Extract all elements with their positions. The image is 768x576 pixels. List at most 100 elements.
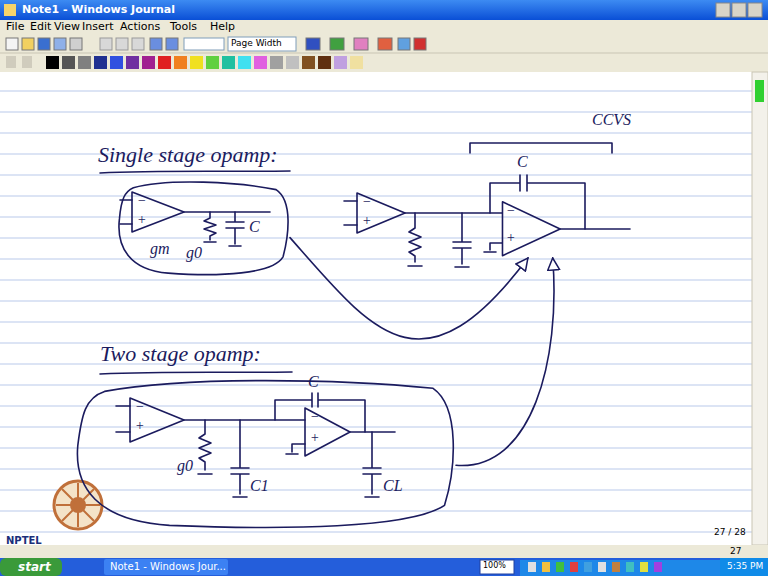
title-bar-part [4, 4, 16, 16]
toolbar-part [166, 38, 178, 50]
outline-path [502, 202, 560, 256]
input-sign: − [310, 410, 319, 424]
note-page-part [0, 112, 752, 113]
toolbar-part [184, 38, 224, 50]
ccvs-circuit-part [357, 193, 405, 233]
heading: Single stage opamp: [98, 144, 278, 166]
arrow-connector [290, 238, 528, 339]
single-stage-circuit-part [184, 211, 270, 213]
toolbar-part [174, 56, 187, 69]
taskbar-part [720, 558, 768, 576]
nptel-logo [54, 481, 102, 529]
taskbar-part [104, 559, 228, 575]
node-outline [74, 376, 456, 530]
ccvs-circuit-part [453, 213, 471, 267]
input-sign: + [137, 213, 146, 227]
toolbar-part [0, 34, 768, 72]
heading: Two stage opamp: [100, 343, 261, 365]
outline-path [77, 381, 453, 528]
nptel-logo-part [54, 481, 102, 529]
menu-item: Actions [120, 21, 160, 32]
window-title: Note1 - Windows Journal [22, 4, 175, 15]
toolbar-part [206, 56, 219, 69]
toolbar-part [228, 37, 296, 51]
toolbar-part [46, 56, 59, 69]
toolbar-part [222, 56, 235, 69]
two-stage-circuit-part [275, 393, 365, 432]
toolbar-part [398, 38, 410, 50]
page-number: 27 [730, 547, 741, 556]
toolbar-part [0, 53, 768, 54]
toolbar-part [302, 56, 315, 69]
page-counter: 27 / 28 [714, 528, 746, 537]
input-sign: + [506, 231, 515, 245]
ccvs-circuit-part [470, 143, 612, 153]
two-stage-circuit-part [198, 420, 212, 474]
note-page-part [0, 133, 752, 134]
note-page-part [0, 196, 752, 197]
note-page-part [0, 72, 752, 545]
toolbar-part [286, 56, 299, 69]
note-page-part [0, 175, 752, 176]
toolbar-part [318, 56, 331, 69]
toolbar-part [306, 38, 320, 50]
title-bar [0, 0, 768, 20]
input-sign: + [310, 431, 319, 445]
scroll-bar [0, 72, 768, 558]
note-page-part [0, 406, 752, 407]
toolbar-part [132, 38, 144, 50]
heading-underline [100, 171, 292, 374]
ccvs-circuit-part [405, 212, 502, 214]
capacitor-label: C [517, 154, 528, 170]
single-stage-circuit-part [204, 212, 216, 242]
scroll-bar-part [755, 80, 764, 102]
taskbar-part [542, 562, 550, 572]
toolbar-part [6, 56, 16, 68]
taskbar-part [626, 562, 634, 572]
toolbar-part [38, 38, 50, 50]
toolbar-part [354, 38, 368, 50]
circuit-loop: −+g0C1C−+CL [74, 376, 456, 530]
toolbar-part [334, 56, 347, 69]
two-stage-circuit-part [130, 398, 184, 442]
start-button: start [18, 561, 51, 573]
input-sign: + [135, 419, 144, 433]
note-page-part [0, 532, 752, 533]
toolbar-part [190, 56, 203, 69]
toolbar-part [330, 38, 344, 50]
menu-item: Help [210, 21, 235, 32]
nptel-logo-part [56, 483, 100, 527]
circuit-loop: −+gmg0C [116, 180, 290, 276]
component-label: C [249, 219, 260, 235]
component-label: g0 [177, 458, 193, 474]
taskbar-part [0, 558, 768, 576]
note-page-part [0, 322, 752, 323]
menu-bar [0, 20, 768, 34]
note-page-part [0, 427, 752, 428]
toolbar-part [158, 56, 171, 69]
outline-path [119, 182, 288, 275]
toolbar-part [238, 56, 251, 69]
ccvs-circuit-part [408, 213, 422, 266]
two-stage-circuit-part [363, 432, 381, 497]
note-page-part [0, 448, 752, 449]
toolbar-part [350, 56, 363, 69]
input-sign: − [137, 194, 146, 208]
toolbar-part [22, 38, 34, 50]
taskbar-part [528, 562, 536, 572]
component-label: CL [383, 478, 403, 494]
ccvs-circuit-part [560, 228, 630, 230]
note-page [0, 72, 752, 545]
toolbar-part [6, 38, 18, 50]
menu-bar-part [0, 20, 768, 34]
scroll-bar-part [0, 545, 768, 558]
ccvs-circuit-part [484, 243, 502, 252]
taskbar-part [584, 562, 592, 572]
note-page-part [0, 238, 752, 239]
component-label: C [308, 374, 319, 390]
toolbar-part [414, 38, 426, 50]
menu-item: Tools [170, 21, 197, 32]
component-label: g0 [186, 245, 202, 261]
arrow-connector [456, 258, 554, 466]
note-page-part [0, 280, 752, 281]
